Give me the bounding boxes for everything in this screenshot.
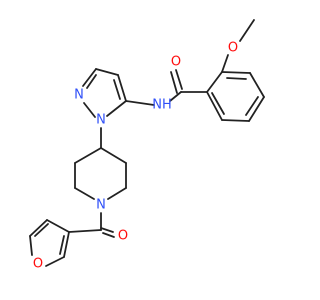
pyrazole-n2-label: N bbox=[74, 88, 84, 103]
bond bbox=[102, 232, 115, 238]
bond bbox=[125, 100, 155, 106]
bond bbox=[107, 187, 127, 200]
furoyl-carbonyl bbox=[68, 212, 115, 238]
bond bbox=[34, 223, 49, 237]
amide-nh-label: NH bbox=[152, 98, 172, 113]
bond bbox=[249, 72, 265, 98]
bond bbox=[206, 71, 223, 93]
bond bbox=[86, 74, 97, 89]
bond bbox=[100, 227, 114, 233]
bond bbox=[74, 187, 95, 200]
bond bbox=[29, 235, 33, 256]
bond bbox=[211, 92, 225, 115]
bond bbox=[59, 235, 65, 255]
methoxyphenyl-ring bbox=[206, 19, 265, 122]
methoxy-oxygen-label: O bbox=[228, 41, 238, 56]
pyrazole-n1-label: N bbox=[96, 113, 106, 128]
bond bbox=[68, 229, 102, 233]
furoyl-oxygen-label: O bbox=[118, 229, 128, 244]
bond bbox=[113, 79, 121, 100]
piperidine-n-label: N bbox=[96, 198, 106, 213]
bond bbox=[175, 69, 183, 90]
structure-canvas: O O NH N N N O O bbox=[29, 19, 265, 272]
bond bbox=[95, 68, 119, 76]
amide-group bbox=[125, 69, 208, 106]
bond bbox=[221, 119, 250, 122]
bond bbox=[221, 71, 251, 74]
bond bbox=[82, 68, 97, 87]
bond bbox=[245, 96, 259, 116]
bond bbox=[46, 219, 70, 233]
bond bbox=[74, 147, 102, 164]
bond bbox=[226, 77, 247, 80]
bond bbox=[106, 100, 127, 117]
furan-ring bbox=[29, 219, 70, 267]
bond bbox=[63, 231, 70, 258]
bond bbox=[169, 91, 182, 102]
bond bbox=[29, 219, 48, 237]
bond bbox=[83, 102, 96, 118]
bond bbox=[221, 54, 229, 73]
bond bbox=[100, 147, 127, 164]
furan-oxygen-label: O bbox=[33, 257, 43, 272]
bond bbox=[117, 74, 127, 102]
bond bbox=[170, 71, 178, 94]
bond bbox=[248, 96, 265, 122]
bond bbox=[45, 256, 65, 267]
pyrazole-ring bbox=[82, 68, 127, 118]
piperidine-ring bbox=[74, 127, 127, 200]
molecule-diagram: O O NH N N N O O bbox=[29, 19, 265, 272]
amide-oxygen-label: O bbox=[171, 55, 181, 70]
bond bbox=[206, 91, 223, 121]
bond bbox=[239, 19, 255, 42]
